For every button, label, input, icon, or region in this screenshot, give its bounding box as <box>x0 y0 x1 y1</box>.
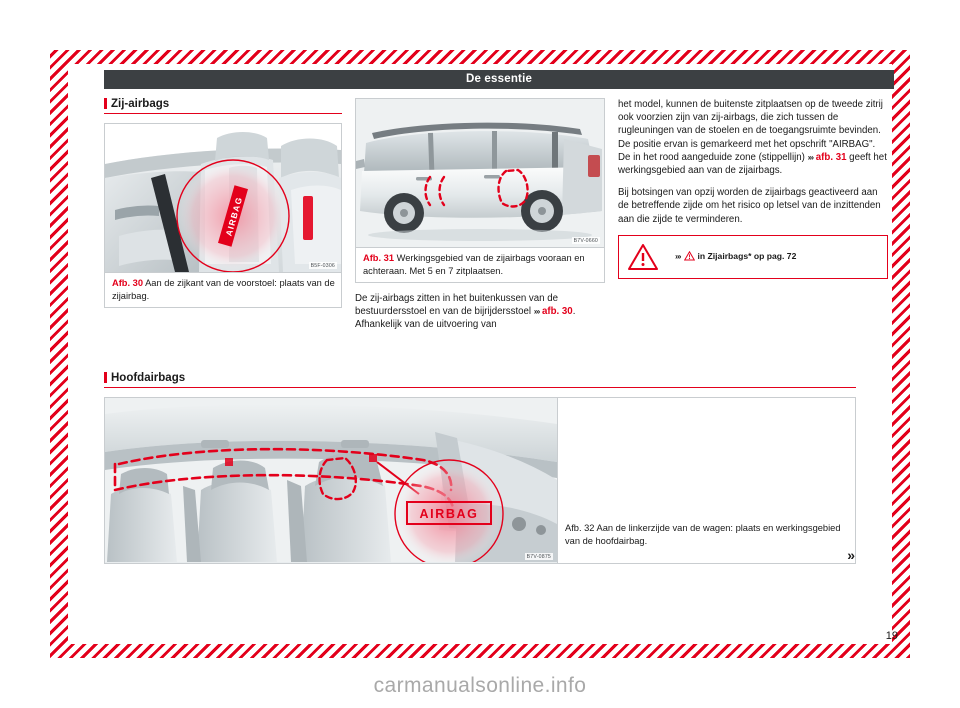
body-middle-line2: . Afhankelijk van de uitvoering van <box>355 306 576 331</box>
left-column: Zij-airbags <box>104 98 342 308</box>
site-watermark: carmanualsonline.info <box>373 674 587 697</box>
page-number: 19 <box>885 630 898 642</box>
figure-30-image: AIRBAG B5F-0306 <box>104 123 342 273</box>
middle-column: B7V-0660 Afb. 31 Werkingsgebied van de z… <box>355 98 605 341</box>
figure-31-code: B7V-0660 <box>571 237 600 244</box>
chevron-icon: ››› <box>533 306 540 317</box>
body-paragraph-right-1: het model, kunnen de buitenste zitplaats… <box>618 98 888 177</box>
figure-32-caption: Afb. 32 Aan de linkerzijde van de wagen:… <box>558 398 855 563</box>
body-paragraph-right-2: Bij botsingen van opzij worden de zijair… <box>618 187 881 225</box>
right-column: het model, kunnen de buitenste zitplaats… <box>618 98 888 279</box>
figure-30-code: B5F-0306 <box>308 262 337 269</box>
figure-30-caption-text: Aan de zijkant van de voorstoel: plaats … <box>112 278 335 301</box>
figure-31-image: B7V-0660 <box>355 98 605 248</box>
figure-31-caption: Afb. 31 Werkingsgebied van de zijairbags… <box>355 248 605 283</box>
section-rule <box>104 387 856 388</box>
warning-reference-text[interactable]: in Zijairbags* op pag. 72 <box>697 251 797 262</box>
figure-31-label: Afb. 31 <box>363 253 394 263</box>
section-heading-head-airbags: Hoofdairbags <box>104 372 856 384</box>
body-middle-line1: De zij-airbags zitten in het buitenkusse… <box>355 293 559 318</box>
page-header-title: De essentie <box>104 70 894 89</box>
body-paragraph-middle: De zij-airbags zitten in het buitenkusse… <box>355 292 605 332</box>
warning-small-triangle-icon <box>683 250 695 263</box>
next-page-arrow-icon[interactable]: » <box>847 546 855 563</box>
cross-reference-afb-30[interactable]: afb. 30 <box>541 306 573 318</box>
body-right-1-part1: het model, kunnen de buitenste zitplaats… <box>618 99 883 163</box>
figure-32-caption-text: Aan de linkerzijde van de wagen: plaats … <box>565 523 841 546</box>
body-right-1-part2: geeft het werkingsgebied aan van de zija… <box>618 151 887 177</box>
figure-30-caption: Afb. 30 Aan de zijkant van de voorstoel:… <box>104 273 342 308</box>
warning-box: ››› in Zijairbags* op pag. 72 <box>618 234 888 279</box>
chevron-icon: ››› <box>807 151 814 162</box>
warning-triangle-icon <box>627 243 659 271</box>
figure-32-panel: AIRBAG B7V-0875 Afb. 32 Aan de linkerzij… <box>104 397 856 564</box>
svg-text:AIRBAG: AIRBAG <box>420 507 479 521</box>
warning-text: ››› in Zijairbags* op pag. 72 <box>675 250 797 263</box>
figure-31-caption-text: Werkingsgebied van de zijairbags vooraan… <box>363 253 585 276</box>
figure-32-code: B7V-0875 <box>524 553 553 560</box>
figure-32-image: AIRBAG B7V-0875 <box>105 398 558 563</box>
section-rule <box>104 113 342 114</box>
cross-reference-afb-31[interactable]: afb. 31 <box>815 151 847 163</box>
section-heading-side-airbags: Zij-airbags <box>104 98 342 110</box>
bottom-section: Hoofdairbags <box>104 372 856 564</box>
chevron-icon: ››› <box>675 251 681 262</box>
figure-32-label: Afb. 32 <box>565 523 595 533</box>
figure-30-label: Afb. 30 <box>112 278 143 288</box>
